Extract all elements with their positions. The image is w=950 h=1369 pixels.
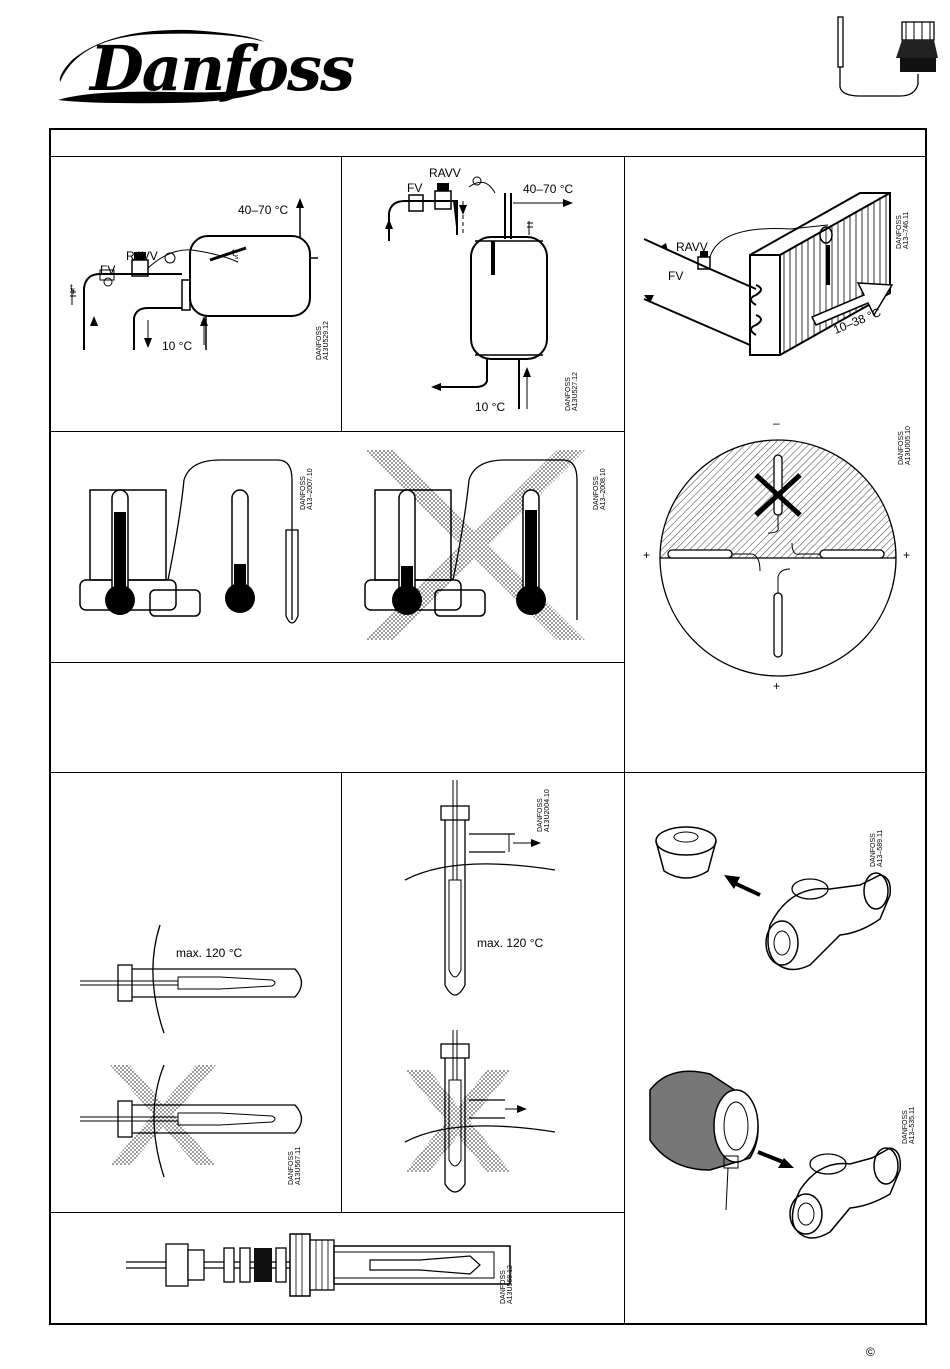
divider (49, 431, 624, 432)
figure-code-c1: DANFOSS A13U567.11 (288, 1146, 302, 1185)
figure-code-c3b: DANFOSS A13–535.11 (902, 1106, 916, 1144)
plus-sign-right: + (903, 548, 911, 562)
figure-horizontal-boiler: 40–70 °C 10 °C RAVV FV ts tf DANFOSS A13… (60, 170, 340, 425)
logo-wordmark: Danfoss (90, 32, 355, 105)
figure-code-c3a: DANFOSS A13–589.11 (870, 829, 884, 867)
figure-horizontal-pocket: max. 120 °C DANFOSS A13U567.11 (60, 915, 335, 1200)
temp-cold-label: 10 °C (475, 400, 506, 414)
figure-code-d1: DANFOSS A13U568.12 (500, 1265, 514, 1304)
figure-vertical-pocket: max. 120 °C DANFOSS A13U2004.10 (345, 780, 620, 1205)
filter-label: FV (668, 269, 684, 283)
product-thumbnail (830, 12, 940, 102)
instruction-frame (49, 128, 927, 1325)
filter-label: FV (100, 263, 116, 277)
minus-sign: – (773, 416, 780, 430)
divider (624, 156, 625, 1325)
sensor-s-label: ts (232, 248, 239, 262)
divider (49, 662, 624, 663)
temp-hot-label: 40–70 °C (523, 182, 574, 196)
valve-label: RAVV (676, 240, 708, 254)
sensor-f-label: tf (70, 283, 75, 297)
max-temp-label: max. 120 °C (477, 936, 544, 950)
figure-code-b1: DANFOSS A13–2007.10 (300, 468, 314, 510)
figure-air-heater: RAVV FV 10–38 °C DANFOSS A13–746.11 (630, 165, 925, 405)
temp-hot-label: 40–70 °C (238, 203, 289, 217)
plus-sign-left: + (643, 548, 651, 562)
figure-gland-assembly: DANFOSS A13U568.12 (120, 1222, 580, 1317)
header-band-divider (49, 156, 927, 157)
figure-sensor-incorrect: DANFOSS A13–2008.10 (345, 440, 620, 655)
figure-code-a1: DANFOSS A13U529.12 (316, 321, 330, 360)
figure-code-a2: DANFOSS A13U527.12 (565, 372, 579, 411)
valve-label: RAVV (126, 249, 158, 263)
filter-label: FV (407, 181, 423, 195)
divider (49, 772, 927, 773)
plus-sign-bottom: + (773, 679, 781, 693)
figure-code-b3: DANFOSS A13U005.10 (898, 426, 912, 465)
copyright-mark: © (866, 1345, 875, 1359)
figure-vertical-boiler: RAVV FV 40–70 °C 10 °C DANFOSS A13U527.1… (345, 165, 620, 425)
danfoss-logo: Danfoss (50, 20, 355, 105)
figure-actuator-mounting: DANFOSS A13–535.11 (640, 1060, 920, 1260)
divider (341, 156, 342, 431)
figure-mounting-orientation: – + + + DANFOSS A13U005.10 (640, 415, 920, 700)
figure-sensor-correct: DANFOSS A13–2007.10 (60, 440, 330, 655)
temp-cold-label: 10 °C (162, 339, 193, 353)
divider (49, 1212, 624, 1213)
divider (341, 772, 342, 1212)
figure-code-b2: DANFOSS A13–2008.10 (593, 468, 607, 510)
valve-label: RAVV (429, 166, 461, 180)
max-temp-label: max. 120 °C (176, 946, 243, 960)
figure-code-a3: DANFOSS A13–746.11 (896, 211, 910, 249)
figure-code-c2: DANFOSS A13U2004.10 (537, 789, 551, 832)
figure-valve-cap-removal: DANFOSS A13–589.11 (640, 815, 920, 985)
